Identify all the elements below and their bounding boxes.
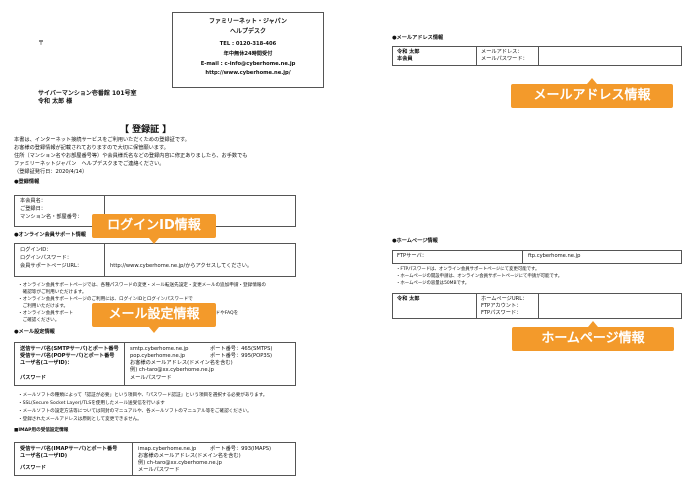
mail-note-1: ・メールソフトの種類によって「認証が必要」という項目や、「パスワード認証」という… — [18, 393, 268, 398]
intro-line-2: お客様の登録情報が記載されておりますので大切に保管願います。 — [14, 145, 169, 151]
imap-user-label: ユーザ名(ユーザID) — [20, 453, 68, 459]
support-url-label: 会員サポートページURL： — [20, 263, 83, 269]
homepage-callout-label: ホームページ情報 — [541, 331, 645, 346]
page-title: 【 登録証 】 — [120, 125, 172, 135]
ftp-server: ftp.cyberhome.ne.jp — [528, 253, 581, 259]
intro-line-4: ファミリーネットジャパン ヘルプデスクまでご連絡ください。 — [14, 161, 165, 167]
helpdesk-line-2: ヘルプデスク — [229, 28, 266, 35]
smtp-port: ポート番号：465(SMTPS) — [210, 346, 273, 352]
registration-label-date: ご登録日： — [20, 206, 46, 212]
ftp-table — [392, 250, 682, 264]
password-label: パスワード — [20, 375, 46, 381]
postal-mark: 〒 — [38, 40, 45, 47]
helpdesk-hours: 年中無休24時間受付 — [223, 51, 273, 57]
online-support-heading: ●オンライン会員サポート情報 — [14, 232, 86, 238]
login-password-label: ログインパスワード： — [20, 255, 72, 261]
pop-label: 受信サーバ名(POPサーバ)とポート番号 — [20, 353, 115, 359]
mail-address-callout-label: メールアドレス情報 — [533, 88, 651, 103]
homepage-heading: ●ホームページ情報 — [392, 238, 438, 244]
homepage-note-3: ・ホームページの容量は50MBです。 — [396, 281, 470, 286]
homepage-callout: ホームページ情報 — [512, 321, 674, 351]
intro-line-1: 本書は、インターネット接続サービスをご利用いただくための登録証です。 — [14, 137, 190, 143]
imap-heading: ■IMAP用の受信設定情報 — [14, 428, 69, 433]
mail-address-label: メールアドレス： — [481, 49, 523, 55]
imap-table — [14, 442, 296, 476]
address-building: サイバーマンション壱番館 101号室 — [38, 90, 137, 97]
pop-server: pop.cyberhome.ne.jp — [130, 353, 186, 359]
helpdesk-box — [172, 12, 324, 88]
ftp-account-label: FTPアカウント： — [481, 303, 522, 309]
mail-address-callout: メールアドレス情報 — [511, 78, 673, 108]
mail-address-heading: ●メールアドレス情報 — [392, 35, 444, 41]
mail-note-2: ・SSL(Secure Socket Layer)/TLSを使用したメール送受信… — [18, 401, 165, 406]
mail-settings-heading: ●メール設定情報 — [14, 329, 55, 335]
online-note-1: ・オンライン会員サポートページでは、各種パスワードの変更・メール転送先設定・変更… — [18, 283, 266, 288]
imap-label: 受信サーバ名(IMAPサーバ)とポート番号 — [20, 446, 118, 452]
support-url-text: http://www.cyberhome.ne.jp/からアクセスしてください。 — [110, 263, 253, 269]
mail-note-4: ・登録されたメールアドレスは原則として変更できません。 — [18, 417, 142, 422]
registration-label-name: 本会員名： — [20, 198, 46, 204]
login-id-callout-label: ログインID情報 — [107, 218, 201, 233]
helpdesk-line-1: ファミリーネット・ジャパン — [208, 18, 287, 25]
issue-date: （登録証発行日：2020/4/14） — [14, 169, 88, 175]
smtp-server: smtp.cyberhome.ne.jp — [130, 346, 189, 352]
homepage-url-label: ホームページURL： — [481, 296, 528, 302]
online-note-6: ご確認ください。 — [18, 318, 60, 323]
online-note-3: ・オンライン会員サポートページのご利用には、ログインIDとログインパスワードで — [18, 297, 193, 302]
ftp-password-label: FTPパスワード： — [481, 310, 522, 316]
helpdesk-url: http://www.cyberhome.ne.jp/ — [205, 70, 291, 76]
password-desc: メールパスワード — [130, 375, 172, 381]
helpdesk-tel: TEL : 0120-318-406 — [219, 41, 277, 47]
user-example: 例) ch-taro@xx.cyberhome.ne.jp — [130, 367, 214, 373]
homepage-note-1: ・FTPパスワードは、オンライン会員サポートページにて変更可能です。 — [396, 267, 540, 272]
ftp-label: FTPサーバ： — [397, 253, 427, 259]
intro-line-3: 住所（マンション名やお部屋番号等）や会員様氏名などの登録内容に修正ありましたら、… — [14, 153, 248, 159]
user-label: ユーザ名(ユーザID)： — [20, 360, 73, 366]
imap-user-example: 例) ch-taro@xx.cyberhome.ne.jp — [138, 460, 222, 466]
mail-password-label: メールパスワード： — [481, 56, 528, 62]
user-desc: お客様のメールアドレス(ドメイン名を含む) — [130, 360, 233, 366]
homepage-note-2: ・ホームページの開設申請は、オンライン会員サポートページにて申請が可能です。 — [396, 274, 563, 279]
login-id-label: ログインID： — [20, 247, 52, 253]
helpdesk-email: E-mail : c-info@cyberhome.ne.jp — [200, 61, 296, 67]
mail-note-3: ・メールソフトの設定方法等については同封のマニュアルや、各メールソフトのマニュア… — [18, 409, 252, 414]
login-id-callout: ログインID情報 — [92, 214, 216, 244]
registration-heading: ●登録情報 — [14, 179, 40, 185]
imap-password-label: パスワード — [20, 465, 46, 471]
smtp-label: 送信サーバ名(SMTPサーバ)とポート番号 — [20, 346, 119, 352]
pop-port: ポート番号：995(POP3S) — [210, 353, 273, 359]
imap-port: ポート番号：993(IMAPS) — [210, 446, 272, 452]
imap-user-desc: お客様のメールアドレス(ドメイン名を含む) — [138, 453, 241, 459]
mail-settings-table — [14, 342, 296, 386]
address-name: 令和 太郎 様 — [38, 98, 73, 105]
registration-label-room: マンション名・部屋番号： — [20, 214, 83, 220]
imap-server: imap.cyberhome.ne.jp — [138, 446, 197, 452]
online-note-2: 確認等がご利用いただけます。 — [18, 290, 87, 295]
mail-address-table — [392, 46, 682, 66]
mail-settings-callout: メール設定情報 — [92, 303, 216, 333]
imap-password-desc: メールパスワード — [138, 467, 180, 473]
mail-settings-callout-label: メール設定情報 — [108, 307, 200, 322]
mail-owner-name: 令和 太郎 — [397, 49, 420, 55]
homepage-table — [392, 293, 682, 319]
homepage-owner-name: 令和 太郎 — [397, 296, 420, 302]
online-note-4: ご利用いただけます。 — [18, 304, 69, 309]
mail-owner-type: 本会員 — [397, 56, 413, 62]
